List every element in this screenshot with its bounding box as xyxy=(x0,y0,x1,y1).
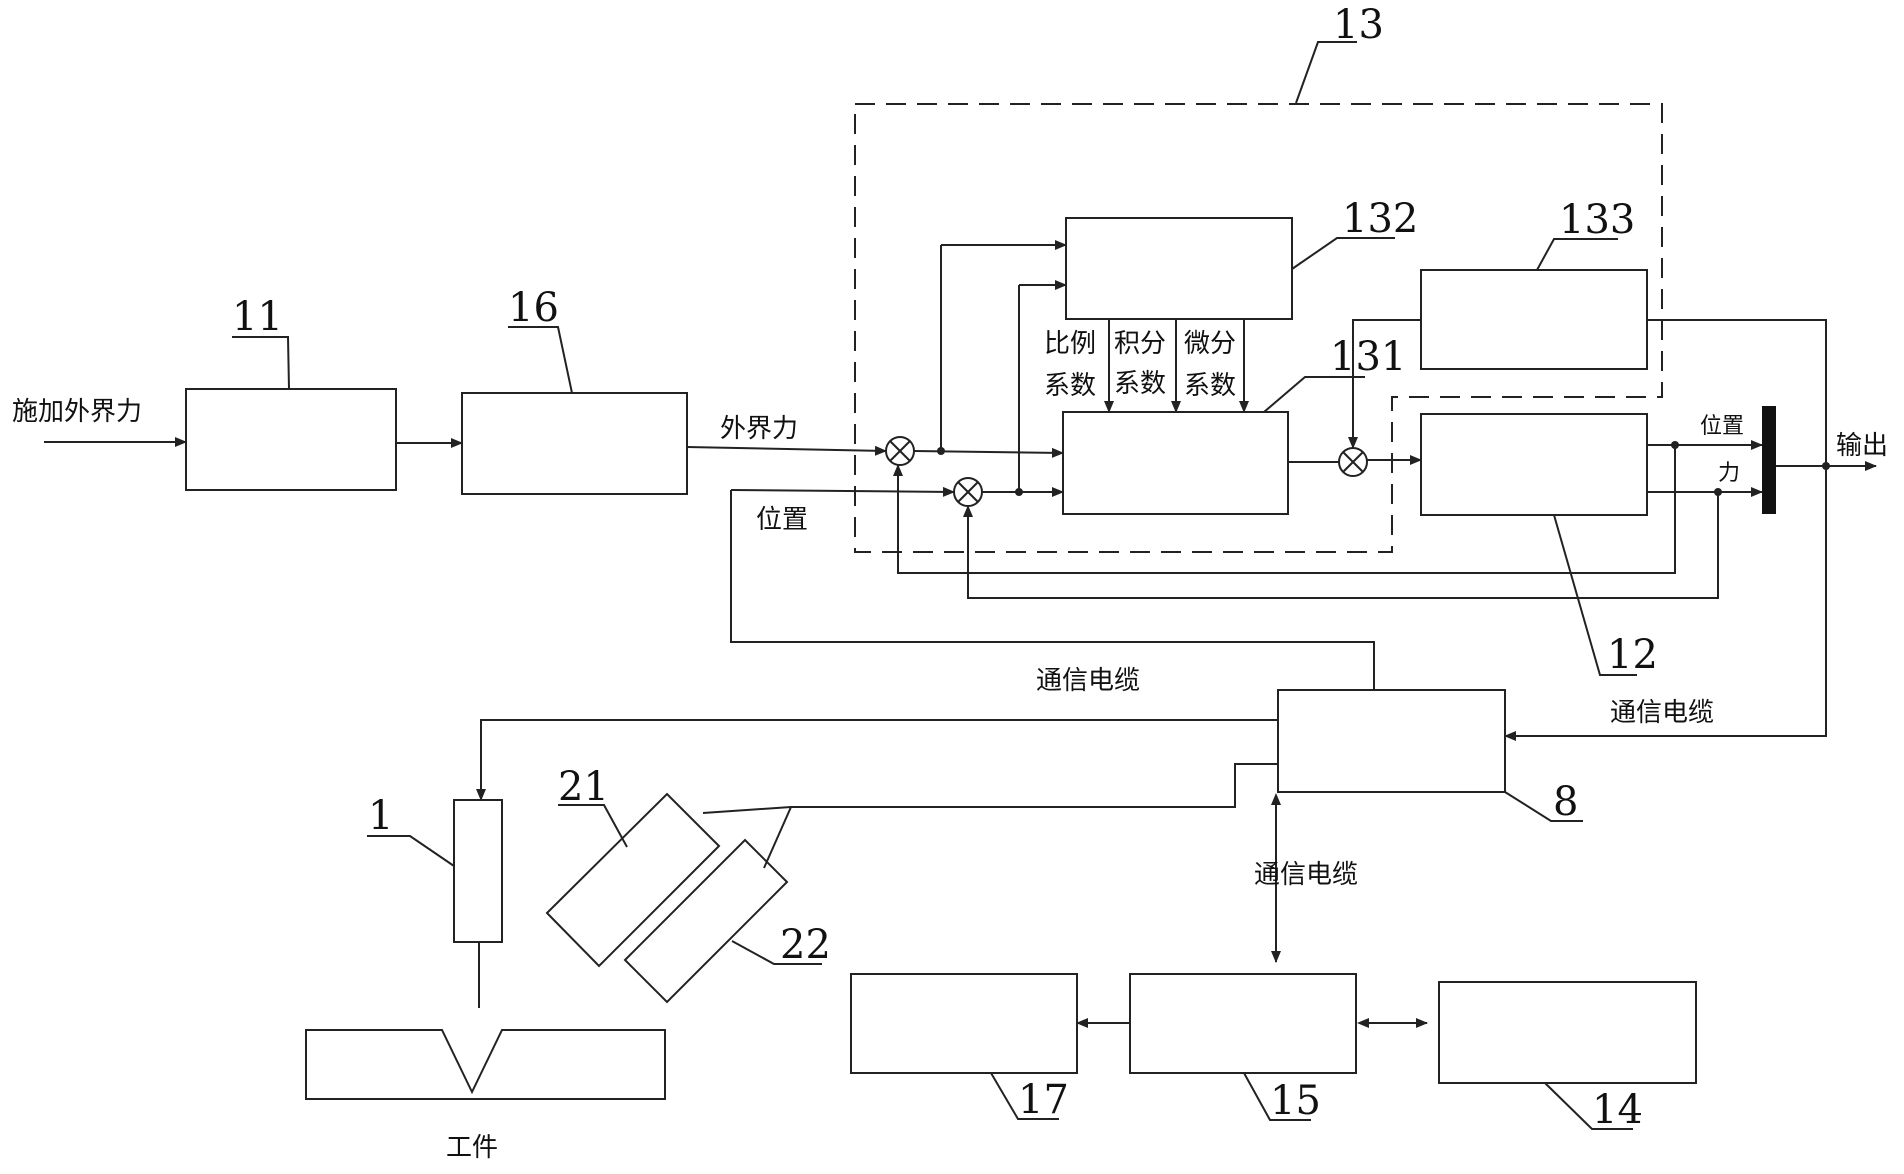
integral-label-1: 积分 xyxy=(1114,329,1166,359)
ref-13: 13 xyxy=(1333,2,1384,48)
block-16 xyxy=(461,392,688,495)
derivative-label-2: 系数 xyxy=(1184,371,1236,401)
output-position-label: 位置 xyxy=(1700,414,1744,439)
ref-132: 132 xyxy=(1342,196,1418,242)
block-17 xyxy=(850,973,1078,1074)
block-11 xyxy=(185,388,397,491)
ref-131: 131 xyxy=(1330,334,1406,380)
ref-8: 8 xyxy=(1553,779,1578,825)
leader-lines xyxy=(232,41,1637,1130)
position-input-label: 位置 xyxy=(756,505,808,535)
applied-force-label: 施加外界力 xyxy=(12,397,142,427)
ref-17: 17 xyxy=(1018,1077,1069,1123)
proportional-label-2: 系数 xyxy=(1044,371,1096,401)
block-15 xyxy=(1129,973,1357,1074)
cable-label-top: 通信电缆 xyxy=(1036,666,1140,696)
workpiece xyxy=(305,1029,666,1100)
output-bus-bar xyxy=(1762,406,1776,514)
ref-133: 133 xyxy=(1559,197,1635,243)
external-force-label: 外界力 xyxy=(720,414,798,444)
block-132 xyxy=(1065,217,1293,320)
cable-label-right: 通信电缆 xyxy=(1610,698,1714,728)
block-12 xyxy=(1420,413,1648,516)
junction-dots xyxy=(937,441,1830,496)
block-22 xyxy=(623,838,789,1004)
output-label: 输出 xyxy=(1836,431,1888,461)
block-133 xyxy=(1420,269,1648,370)
block-21 xyxy=(545,792,721,968)
ref-15: 15 xyxy=(1270,1078,1321,1124)
integral-label-2: 系数 xyxy=(1114,369,1166,399)
ref-22: 22 xyxy=(780,922,831,968)
block-14 xyxy=(1438,981,1697,1084)
summing-junction-1 xyxy=(885,436,915,466)
ref-1: 1 xyxy=(368,793,393,839)
output-force-label: 力 xyxy=(1718,461,1740,486)
ref-11: 11 xyxy=(232,294,283,340)
workpiece-label: 工件 xyxy=(446,1133,498,1163)
cable-label-bottom: 通信电缆 xyxy=(1254,860,1358,890)
ref-21: 21 xyxy=(558,764,609,810)
block-8 xyxy=(1277,689,1506,793)
derivative-label-1: 微分 xyxy=(1184,329,1236,359)
summing-junction-3 xyxy=(1338,447,1368,477)
ref-16: 16 xyxy=(508,285,559,331)
block-1 xyxy=(453,799,503,943)
ref-12: 12 xyxy=(1607,632,1658,678)
summing-junction-2 xyxy=(953,477,983,507)
proportional-label-1: 比例 xyxy=(1044,329,1096,359)
ref-14: 14 xyxy=(1592,1087,1643,1133)
controller-boundary xyxy=(854,103,1663,553)
signal-lines xyxy=(44,240,1877,1028)
block-131 xyxy=(1062,411,1289,515)
